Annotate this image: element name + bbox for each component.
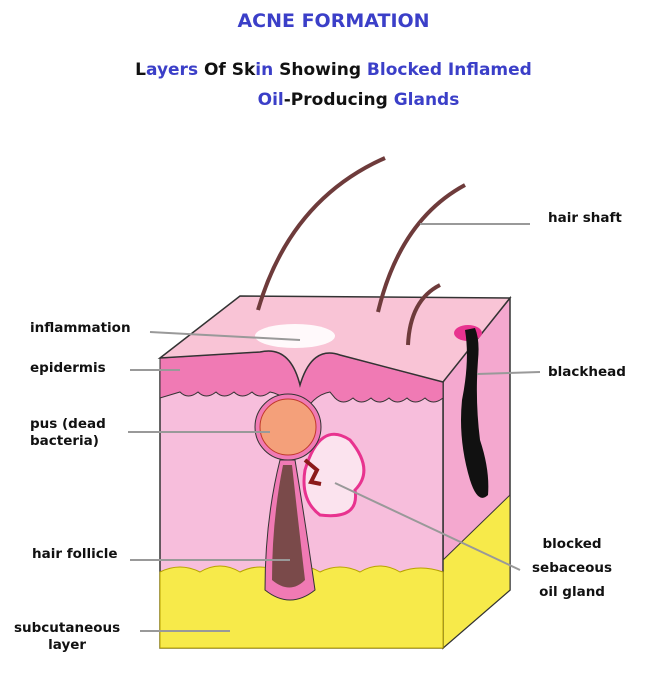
hair-1 (256, 156, 386, 311)
subtitle-segment: Glands (393, 90, 460, 110)
sebaceous-gland (302, 432, 366, 518)
label-pus-line-2: bacteria) (30, 433, 99, 449)
blackhead-plug (461, 328, 489, 498)
label-subcut-line-1: subcutaneous (14, 620, 121, 636)
label-sebaceous-gland: blocked sebaceous oil gland (532, 532, 612, 604)
subtitle-segment: Blocked Inflamed (366, 60, 532, 80)
epidermis-layer (159, 350, 444, 422)
diagram-title: ACNE FORMATION (237, 10, 430, 32)
subtitle-line-2: Oil-Producing Glands (0, 90, 667, 110)
inflammation-glow (255, 324, 335, 348)
hair-2 (376, 183, 466, 313)
label-subcut-line-2: layer (48, 637, 87, 653)
pus-bacteria (259, 398, 317, 456)
subtitle-segment: -Producing (283, 90, 394, 110)
subtitle-segment: Of Sk (198, 60, 256, 80)
subtitle-line-1: Layers Of Skin Showing Blocked Inflamed (0, 60, 667, 80)
label-blackhead: blackhead (548, 364, 626, 380)
label-gland-line-2: sebaceous (532, 560, 613, 576)
label-gland-line-3: oil gland (539, 584, 605, 600)
label-pus-line-1: pus (dead (30, 416, 106, 432)
follicle-hair-root (272, 465, 305, 588)
label-inflammation: inflammation (30, 320, 131, 336)
subtitle-segment: Showing (273, 60, 367, 80)
subtitle-segment: in (255, 60, 274, 80)
skin-top-face (157, 295, 512, 388)
label-epidermis: epidermis (30, 360, 106, 376)
hair-3 (406, 283, 441, 346)
label-gland-line-1: blocked (542, 536, 602, 552)
subtitle-segment: ayers (146, 60, 199, 80)
gland-blockage (303, 458, 322, 486)
subtitle-segment: L (135, 60, 146, 80)
label-hair-shaft: hair shaft (548, 210, 622, 226)
label-hair-follicle: hair follicle (32, 546, 118, 562)
subtitle-segment: Oil (257, 90, 284, 110)
